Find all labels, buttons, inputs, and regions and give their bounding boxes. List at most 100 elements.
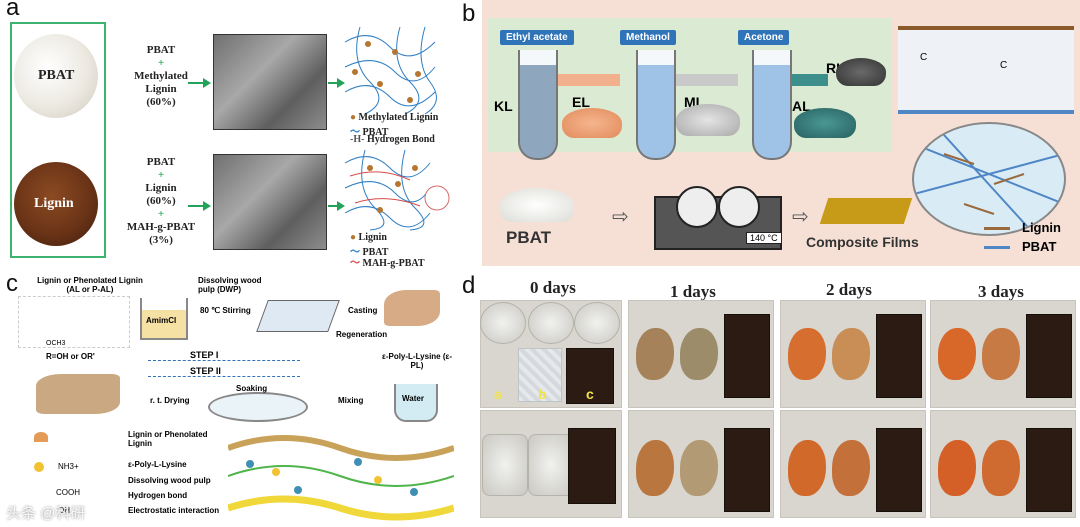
step2-label: STEP II [190, 366, 221, 376]
dish [480, 302, 526, 344]
oh-label: OH [58, 506, 70, 515]
shrimp [938, 440, 976, 496]
soaking-label: Soaking [236, 384, 268, 393]
formula-text: Lignin [145, 83, 177, 95]
plus-sign: + [157, 57, 165, 69]
casting-label: Casting [348, 306, 378, 315]
stirring-label: 80 ℃ Stirring [200, 306, 251, 315]
arrow-head [337, 78, 345, 88]
magnified-fibers [912, 122, 1066, 236]
och3-label: OCH3 [46, 340, 66, 347]
flow-arrow [558, 74, 620, 86]
legend-pbat-label: PBAT [1022, 239, 1057, 254]
formula-text: (60%) [146, 96, 176, 108]
shrimp [788, 328, 826, 380]
shrimp [680, 328, 718, 380]
sem-image-1 [213, 34, 327, 130]
roller [718, 186, 760, 228]
dark-bag [566, 348, 614, 404]
formula-text: Lignin [145, 182, 177, 194]
step1-line [148, 360, 300, 361]
dark-bag [1026, 314, 1072, 398]
flow-arrow [792, 74, 828, 86]
interaction-diagram [228, 435, 454, 521]
soaking-dish [208, 392, 308, 422]
legend-pbat-swatch [984, 246, 1010, 249]
nh3-dot [34, 462, 44, 472]
ml-pile [676, 104, 740, 136]
shrimp [982, 440, 1020, 496]
dark-bag [724, 314, 770, 398]
arrow-head [337, 201, 345, 211]
shrimp [832, 328, 870, 380]
shrimp [680, 440, 718, 496]
panel-b-letter: b [462, 0, 476, 27]
sample-label-b: b [538, 386, 547, 402]
lignin-title: Lignin or Phenolated Lignin (AL or P-AL) [37, 276, 143, 294]
dark-bag [876, 314, 922, 398]
panel-a-letter: a [6, 0, 20, 21]
formula-text: MAH-g-PBAT [126, 221, 196, 233]
formula-text: (60%) [146, 195, 176, 207]
molecular-view [898, 26, 1074, 114]
legend-item: ● Methylated Lignin [350, 112, 439, 123]
solvent-label: AmimCl [146, 316, 177, 325]
lignin-legend-icon [34, 432, 48, 442]
dish [528, 434, 574, 496]
arrow-1 [188, 82, 204, 84]
epl-label: ε-Poly-L-Lysine (ε-PL) [382, 352, 452, 370]
dwp-title: Dissolving wood pulp (DWP) [198, 276, 262, 294]
dish [574, 302, 620, 344]
nh3-label: NH3+ [58, 462, 79, 471]
legend-lignin-label: Lignin [1022, 220, 1061, 235]
legend-text: Electrostatic interaction [128, 506, 220, 515]
legend-item: ● Lignin [350, 232, 387, 243]
day-label: 1 days [670, 282, 716, 301]
solvent-tag: Acetone [738, 30, 790, 45]
test-tube [752, 50, 792, 160]
panel-d-letter: d [462, 272, 476, 299]
shrimp [636, 328, 674, 380]
chemical-structure [18, 296, 130, 348]
network-diagram-1 [344, 26, 437, 115]
pbat-pellet-image [14, 34, 98, 118]
sem-image-2 [213, 154, 327, 250]
watermark: 头条 @科研 [6, 505, 86, 522]
al-pile [794, 108, 856, 138]
legend-text: Hydrogen bond [128, 491, 188, 500]
atom-label: C [1000, 60, 1008, 71]
pbat-pellets [500, 188, 574, 222]
formula-2: PBAT + Lignin (60%) + MAH-g-PBAT (3%) [116, 156, 206, 247]
step1-label: STEP I [190, 350, 219, 360]
shrimp [938, 328, 976, 380]
solvent-tag: Ethyl acetate [500, 30, 574, 45]
sample-label-a: a [494, 386, 502, 402]
day-label: 3 days [978, 282, 1024, 301]
roller [676, 186, 718, 228]
arrow-2 [188, 205, 204, 207]
plus-sign: + [157, 208, 165, 220]
formula-text: (3%) [149, 234, 173, 246]
test-tube [636, 50, 676, 160]
drying-label: r. t. Drying [150, 396, 190, 405]
shrimp [636, 440, 674, 496]
dark-bag [568, 428, 616, 504]
step2-line [148, 376, 300, 377]
formula-text: PBAT [146, 156, 176, 168]
water-label: Water [402, 394, 424, 403]
arrow-head [203, 201, 211, 211]
lignin-sample-label: Lignin [34, 196, 74, 211]
shrimp [832, 440, 870, 496]
composite-film [819, 198, 913, 224]
solvent-tag: Methanol [620, 30, 676, 45]
shrimp [982, 328, 1020, 380]
regeneration-label: Regeneration [336, 330, 388, 339]
arrow-head [203, 78, 211, 88]
composite-label: Composite Films [806, 234, 919, 250]
arrow-3 [328, 82, 338, 84]
dark-bag [876, 428, 922, 512]
legend-text: ε-Poly-L-Lysine [128, 460, 187, 469]
composite-sheet [36, 374, 120, 414]
clear-bag [518, 348, 562, 402]
mixing-label: Mixing [338, 396, 364, 405]
